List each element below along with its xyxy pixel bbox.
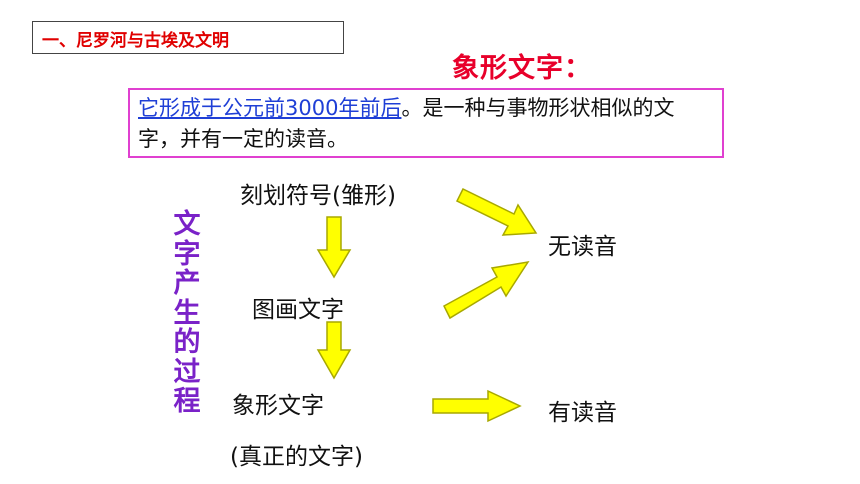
- arrow-down-2: [316, 321, 352, 380]
- stage-pictographic-writing: 象形文字: [232, 393, 324, 419]
- definition-text: 。是一种与事物形状相似的文字，并有一定的读音。: [138, 96, 675, 151]
- definition-link[interactable]: 它形成于公元前3000年前后: [138, 96, 402, 120]
- stage-true-writing-note: (真正的文字): [230, 444, 363, 470]
- side-label-char: 产: [173, 268, 201, 299]
- side-label-char: 程: [173, 386, 201, 417]
- side-label-char: 字: [173, 238, 201, 270]
- result-has-sound: 有读音: [548, 400, 617, 426]
- arrow-diagonal-down: [455, 187, 538, 236]
- side-label-char: 文: [173, 209, 201, 240]
- side-label-char: 过: [173, 356, 201, 388]
- side-label-char: 的: [173, 327, 201, 358]
- arrow-down-1: [316, 216, 352, 279]
- section-header-box: [32, 21, 344, 54]
- main-title: 象形文字：: [452, 53, 592, 84]
- side-label-char: 生: [173, 297, 201, 329]
- stage-carved-symbols: 刻划符号(雏形): [240, 183, 396, 209]
- definition-box: 它形成于公元前3000年前后。是一种与事物形状相似的文字，并有一定的读音。: [128, 88, 724, 158]
- stage-picture-writing: 图画文字: [252, 297, 344, 323]
- result-no-sound: 无读音: [548, 234, 617, 260]
- section-title: 一、尼罗河与古埃及文明: [42, 31, 229, 51]
- arrow-diagonal-up: [443, 260, 530, 320]
- side-label-vertical: 文 字 产 生 的 过 程: [170, 210, 204, 417]
- arrow-right: [432, 389, 522, 423]
